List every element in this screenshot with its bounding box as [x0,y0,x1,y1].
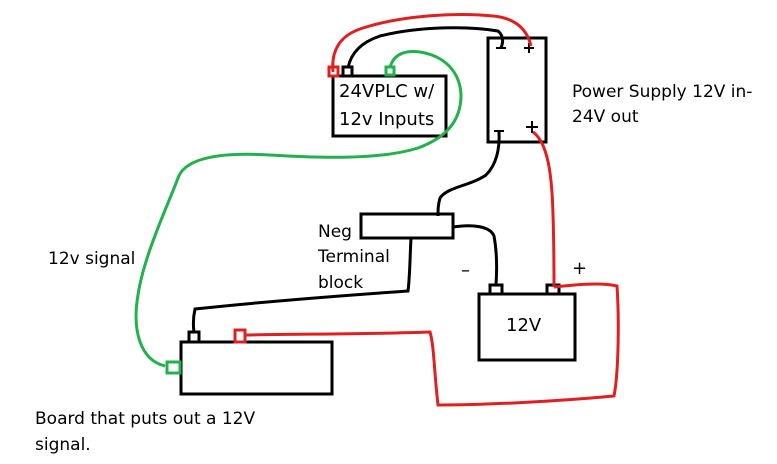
board-black-terminal [187,330,201,344]
board-label-line2: signal. [35,435,91,455]
red-wire-battery-to-board [244,282,620,407]
red-wire-plc-to-ps [331,13,533,73]
board-red-terminal [233,328,247,344]
board-green-terminal [165,360,182,375]
ps-bottom-pos-mark [526,121,538,133]
black-wire-ps-to-terminal [436,130,501,217]
terminal-block-label-line2: Terminal [318,247,390,267]
black-wire-terminal-to-board [191,237,413,333]
black-wire-terminal-to-battery [452,224,499,286]
board-label-line1: Board that puts out a 12V [35,409,256,429]
battery-neg-terminal [488,283,504,296]
plc-black-terminal [341,65,354,78]
power-supply-box [486,36,548,144]
power-supply-label-line1: Power Supply 12V in- [572,82,753,102]
black-wire-plc-to-ps [346,26,505,69]
battery-neg-sign: – [461,260,470,281]
terminal-block-box [359,212,455,240]
battery-pos-sign: + [572,258,588,279]
battery-label: 12V [506,315,542,336]
board-box [179,340,334,396]
signal-label: 12v signal [48,249,136,269]
green-wire-signal [134,50,463,368]
plc-green-terminal [384,65,396,77]
red-wire-ps-to-battery [532,130,556,288]
battery-box [477,292,577,362]
plc-label-line2: 12v Inputs [339,109,435,130]
power-supply-label-line2: 24V out [572,107,639,127]
terminal-block-label-line3: block [318,273,364,293]
plc-label-line1: 24VPLC w/ [339,81,435,102]
terminal-block-label-line1: Neg [318,222,352,242]
ps-top-pos-mark [524,43,534,53]
